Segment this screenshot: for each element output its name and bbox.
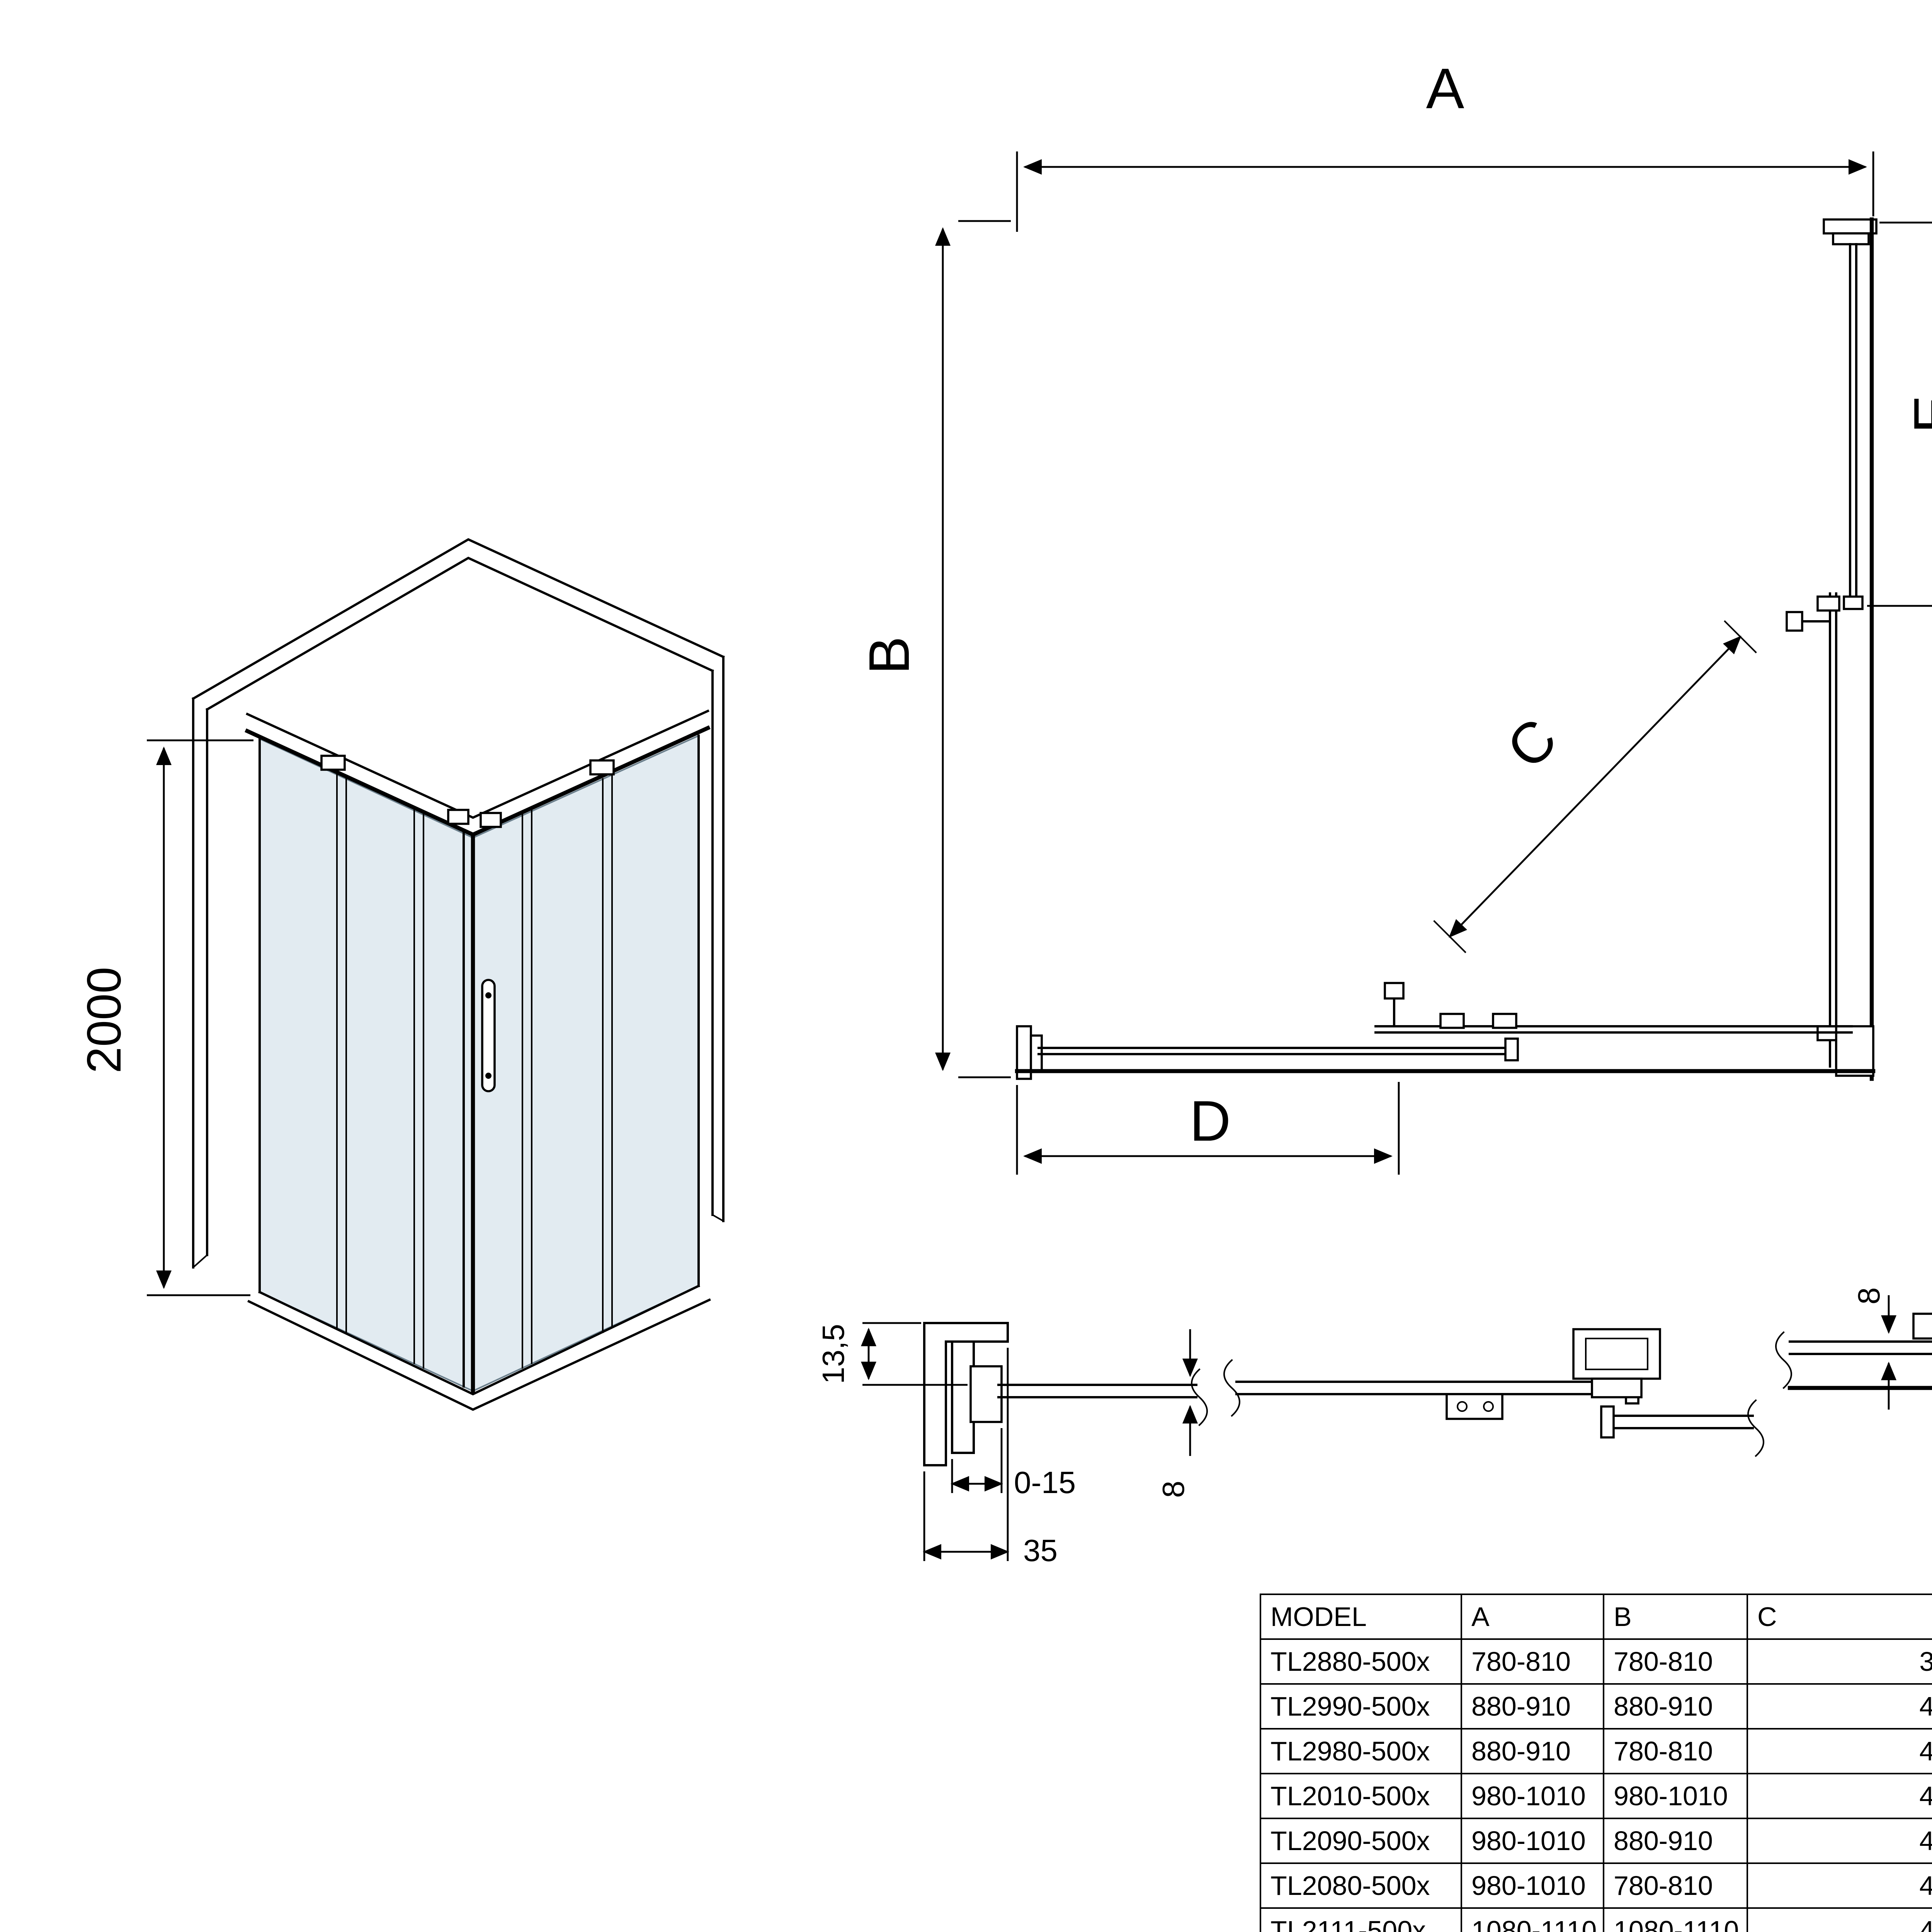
table-cell: 980-1010	[1461, 1862, 1604, 1909]
glass-thickness-label-plan-left: 8	[1156, 1481, 1190, 1498]
table-cell: TL2111-500x	[1260, 1907, 1462, 1932]
profile-width-label-bottom: 13,5	[816, 1324, 850, 1384]
table-cell: 430	[1747, 1728, 1932, 1774]
table-header-cell: C	[1747, 1594, 1932, 1640]
table-cell: 880-910	[1461, 1683, 1604, 1730]
table-cell: TL2090-500x	[1260, 1818, 1462, 1864]
table-cell: 980-1010	[1461, 1773, 1604, 1819]
table-cell: 780-810	[1603, 1638, 1748, 1685]
break-line	[1223, 1359, 1240, 1417]
table-cell: 465	[1747, 1818, 1932, 1864]
table-cell: 780-810	[1603, 1862, 1748, 1909]
plan-view: A B	[857, 57, 1932, 1175]
table-cell: 980-1010	[1461, 1818, 1604, 1864]
table-cell: 395	[1747, 1638, 1932, 1685]
roller	[480, 812, 502, 828]
dim-d-label: D	[1190, 1089, 1231, 1153]
break-line	[1191, 1368, 1208, 1426]
break-line	[1747, 1399, 1764, 1457]
table-cell: 780-810	[1603, 1728, 1748, 1774]
detail-door-overlap-plan	[1223, 1328, 1764, 1457]
door-handle	[481, 979, 496, 1092]
profile-depth-label-bottom: 35	[1023, 1533, 1058, 1568]
dim-b-label: B	[857, 636, 921, 675]
corner-block-plan	[1835, 1025, 1874, 1077]
table-cell: 880-910	[1603, 1818, 1748, 1864]
table-header-cell: A	[1461, 1594, 1604, 1640]
height-dimension: 2000	[78, 739, 253, 1296]
table-cell: TL2990-500x	[1260, 1683, 1462, 1730]
dim-c-label: C	[1495, 706, 1569, 781]
dim-e-label: E	[1902, 395, 1932, 434]
table-cell: TL2880-500x	[1260, 1638, 1462, 1685]
table-cell: 880-910	[1461, 1728, 1604, 1774]
table-cell: 980-1010	[1603, 1773, 1748, 1819]
table-header-row: MODELABCDE	[1260, 1594, 1932, 1640]
isometric-cabin-view	[191, 538, 725, 1411]
door-handle-plan-right	[1786, 611, 1803, 632]
table-header-cell: B	[1603, 1594, 1748, 1640]
table-cell: TL2010-500x	[1260, 1773, 1462, 1819]
table-cell: 780-810	[1461, 1638, 1604, 1685]
roller	[320, 755, 346, 771]
break-line	[1775, 1331, 1792, 1389]
roller	[589, 759, 615, 776]
glass-thickness-label-corner: 8	[1852, 1287, 1886, 1305]
plan-right-assembly	[1786, 217, 1878, 1081]
table-cell: 1080-1110	[1461, 1907, 1604, 1932]
door-handle-plan-bottom	[1384, 982, 1405, 1000]
table-cell: 465	[1747, 1773, 1932, 1819]
dim-a-label: A	[1426, 57, 1464, 121]
table-body: TL2880-500x780-810780-810395345345TL2990…	[1260, 1638, 1932, 1932]
plan-bottom-assembly	[1015, 982, 1876, 1080]
glass-panel-right	[472, 734, 699, 1393]
table-header-cell: MODEL	[1260, 1594, 1462, 1640]
table-cell: 430	[1747, 1862, 1932, 1909]
detail-corner-plan: 8	[1775, 1287, 1932, 1410]
detail-wall-profile-plan: 13,5 0-15 35 8	[816, 1322, 1208, 1568]
table-cell: 1080-1110	[1603, 1907, 1748, 1932]
table-cell: 465	[1747, 1683, 1932, 1730]
height-dimension-label: 2000	[78, 967, 131, 1073]
table-cell: TL2080-500x	[1260, 1862, 1462, 1909]
roller	[447, 809, 469, 825]
table-cell: 465	[1747, 1907, 1932, 1932]
table-cell: 880-910	[1603, 1683, 1748, 1730]
glass-panel-left	[259, 737, 474, 1393]
adjust-range-label-bottom: 0-15	[1014, 1465, 1076, 1500]
table-cell: TL2980-500x	[1260, 1728, 1462, 1774]
dimension-table: MODELABCDE TL2880-500x780-810780-8103953…	[1260, 1594, 1932, 1932]
